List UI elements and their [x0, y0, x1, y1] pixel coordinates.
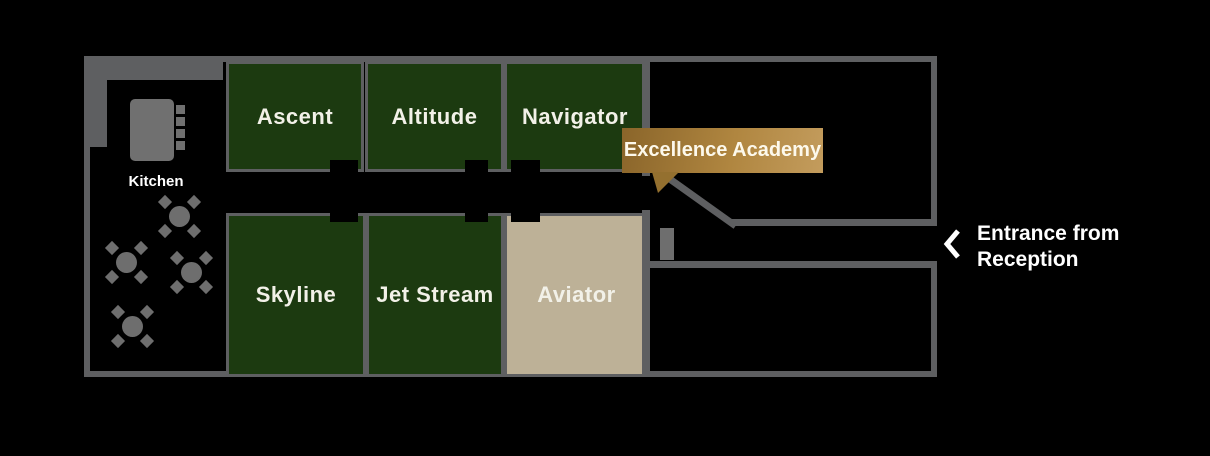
room-label: Altitude [391, 103, 478, 129]
door-gap [511, 211, 540, 222]
chair-icon [198, 279, 214, 295]
counter-burner-icon [176, 141, 185, 150]
dining-table-icon [104, 240, 149, 285]
chair-icon [169, 279, 185, 295]
door-gap [330, 160, 358, 174]
room-label: Navigator [522, 103, 628, 129]
chair-icon [104, 269, 120, 285]
chair-icon [169, 250, 185, 266]
counter-burner-icon [176, 117, 185, 126]
counter-burner-icon [176, 105, 185, 114]
chair-icon [139, 333, 155, 349]
chair-icon [104, 240, 120, 256]
tooltip-label: Excellence Academy [623, 139, 822, 161]
chair-icon [110, 304, 126, 320]
table-top-icon [169, 206, 190, 227]
dining-table-icon [110, 304, 155, 349]
entrance-label-line2: Reception [977, 248, 1079, 271]
entrance-label-line1: Entrance from [977, 222, 1120, 245]
room-ascent[interactable]: Ascent [226, 61, 364, 172]
kitchen-top-wall [84, 56, 223, 80]
room-aviator[interactable]: Aviator [504, 213, 649, 377]
chair-icon [186, 194, 202, 210]
room-label: Skyline [255, 282, 337, 307]
chair-icon [133, 269, 149, 285]
room-skyline[interactable]: Skyline [226, 213, 366, 377]
entrance-opening [928, 226, 946, 261]
chair-icon [157, 223, 173, 239]
kitchen-left-wall [84, 56, 107, 147]
chair-icon [186, 223, 202, 239]
kitchen-counter-icon [130, 99, 174, 161]
table-top-icon [122, 316, 143, 337]
table-top-icon [116, 252, 137, 273]
chair-icon [198, 250, 214, 266]
door-gap [511, 160, 540, 174]
interior-wall-vertical-top [642, 56, 650, 176]
open-door-icon [660, 228, 674, 260]
dining-table-icon [169, 250, 214, 295]
counter-burner-icon [176, 129, 185, 138]
dining-table-icon [157, 194, 202, 239]
chair-icon [139, 304, 155, 320]
chair-icon [133, 240, 149, 256]
room-jet-stream[interactable]: Jet Stream [366, 213, 504, 377]
door-gap [465, 211, 488, 222]
door-gap [330, 211, 358, 222]
chair-icon [110, 333, 126, 349]
chair-icon [157, 194, 173, 210]
door-gap [465, 160, 488, 174]
chevron-left-icon [943, 229, 960, 259]
interior-wall-vertical-bottom [642, 210, 650, 377]
tooltip-pointer [652, 172, 679, 193]
room-label: Jet Stream [376, 282, 494, 307]
corridor-top-wall [731, 219, 937, 226]
room-tooltip: Excellence Academy [622, 128, 823, 173]
room-label: Ascent [256, 103, 334, 129]
kitchen-label: Kitchen [128, 173, 184, 190]
room-altitude[interactable]: Altitude [365, 61, 504, 172]
room-label: Aviator [537, 282, 616, 307]
corridor-bottom-wall [642, 261, 937, 268]
entrance-label: Entrance from Reception [977, 221, 1119, 273]
table-top-icon [181, 262, 202, 283]
